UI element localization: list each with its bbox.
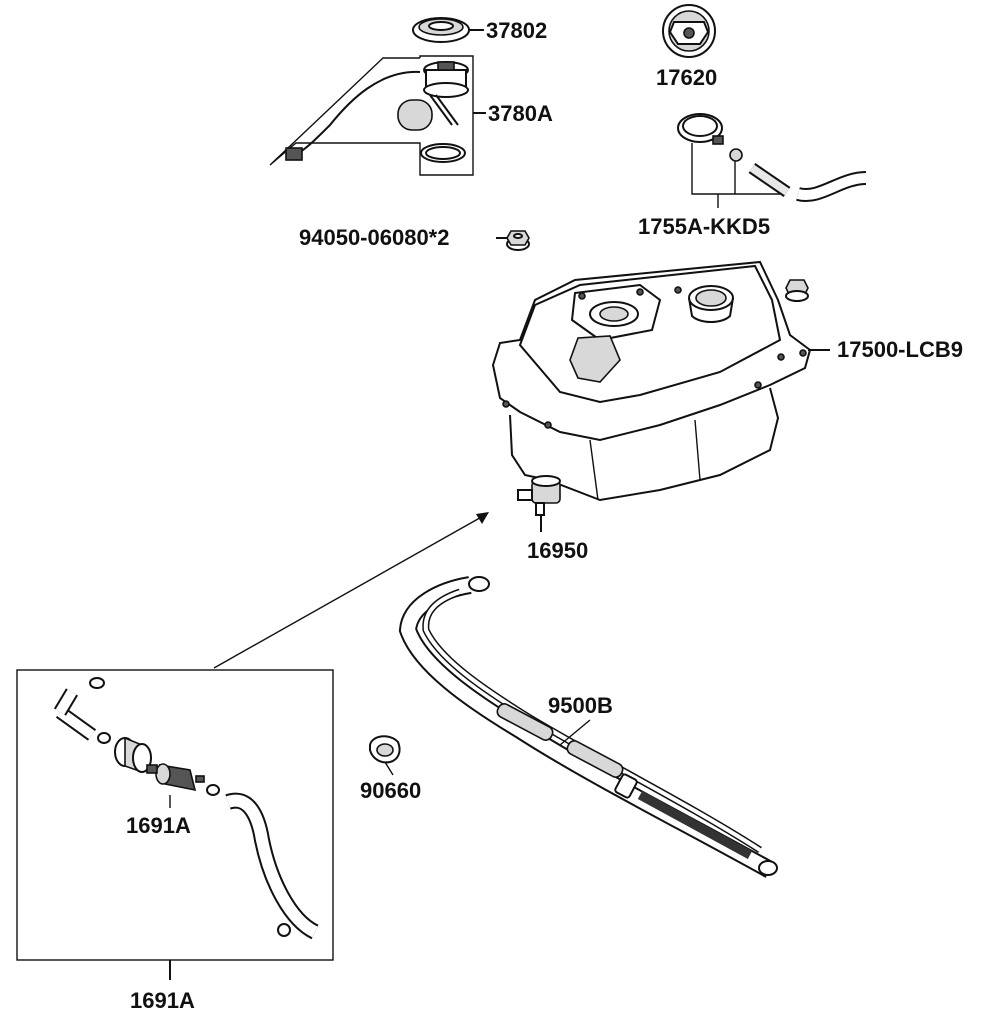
- label-1691A-inner: 1691A: [126, 813, 191, 838]
- part-16950-fuel-valve[interactable]: [517, 475, 561, 532]
- part-37802-retaining-ring[interactable]: [412, 17, 484, 43]
- label-37802: 37802: [486, 18, 547, 43]
- part-17620-fuel-cap[interactable]: [662, 4, 716, 58]
- tank-nut-icon: [785, 279, 809, 302]
- part-1691A-fuel-filter-kit[interactable]: [16, 669, 334, 980]
- part-9500B-fuel-hose[interactable]: [398, 576, 778, 878]
- label-94050-06080: 94050-06080*2: [299, 225, 449, 250]
- part-17500-fuel-tank[interactable]: [491, 260, 830, 502]
- label-17500-LCB9: 17500-LCB9: [837, 337, 963, 362]
- leader-arrow: [213, 512, 489, 669]
- label-17620: 17620: [656, 65, 717, 90]
- label-90660: 90660: [360, 778, 421, 803]
- label-1755A-KKD5: 1755A-KKD5: [638, 214, 770, 239]
- label-3780A: 3780A: [488, 101, 553, 126]
- part-3780A-fuel-pump-assembly[interactable]: [269, 55, 486, 176]
- label-9500B: 9500B: [548, 693, 613, 718]
- part-94050-flange-nut[interactable]: [496, 230, 530, 251]
- part-90660-clip[interactable]: [369, 735, 401, 776]
- label-16950: 16950: [527, 538, 588, 563]
- part-1755A-hose-kit[interactable]: [677, 113, 867, 208]
- label-1691A-outer: 1691A: [130, 988, 195, 1013]
